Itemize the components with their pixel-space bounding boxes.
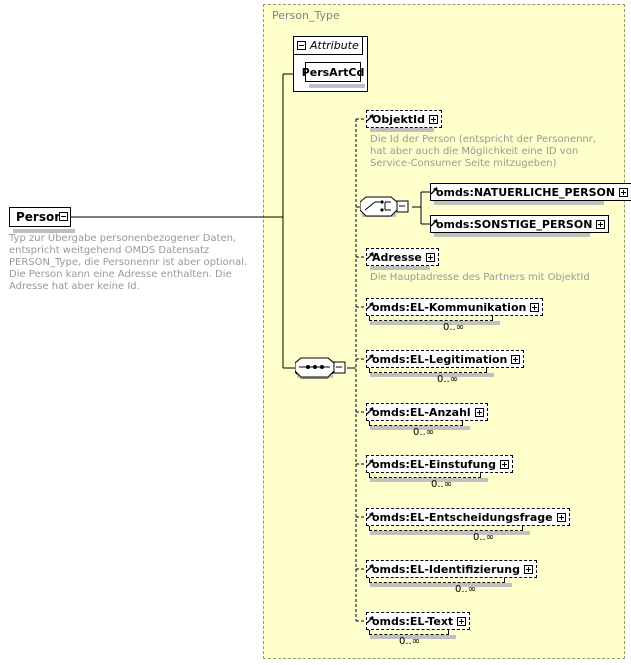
plus-icon[interactable] (556, 512, 566, 522)
plus-icon[interactable] (530, 302, 540, 312)
person-box-shadow (13, 229, 75, 233)
plus-icon[interactable] (619, 187, 629, 197)
element-el-anzahl[interactable]: omds:EL-Anzahl (366, 403, 488, 421)
plus-icon[interactable] (596, 219, 606, 229)
element-label: omds:EL-Einstufung (372, 457, 497, 471)
repeat-indicator (369, 578, 505, 583)
element-label: omds:EL-Entscheidungsfrage (372, 510, 553, 524)
node-shadow (434, 233, 590, 237)
node-shadow (370, 531, 530, 535)
element-annotation: Die Hauptadresse des Partners mit Objekt… (370, 272, 590, 283)
cardinality-label: 0..∞ (399, 636, 421, 647)
element-el-identifizierung[interactable]: omds:EL-Identifizierung (366, 560, 537, 578)
element-label: omds:NATUERLICHE_PERSON (436, 185, 616, 199)
node-shadow (370, 583, 512, 587)
element-adresse[interactable]: Adresse (366, 248, 439, 266)
node-shadow (370, 478, 488, 482)
person-root-label: Person (16, 210, 63, 224)
element-natuerliche-person[interactable]: omds:NATUERLICHE_PERSON (430, 183, 631, 201)
plus-icon[interactable] (474, 407, 484, 417)
element-label: omds:SONSTIGE_PERSON (436, 217, 593, 231)
element-label: omds:EL-Legitimation (372, 352, 508, 366)
plus-icon[interactable] (523, 564, 533, 574)
element-el-legitimation[interactable]: omds:EL-Legitimation (366, 350, 525, 368)
plus-icon[interactable] (429, 114, 438, 124)
minus-icon[interactable] (297, 41, 306, 50)
repeat-indicator (369, 316, 493, 321)
repeat-indicator (369, 630, 449, 635)
cardinality-label: 0..∞ (431, 479, 453, 490)
plus-icon[interactable] (500, 459, 510, 469)
cardinality-label: 0..∞ (473, 532, 495, 543)
node-shadow (370, 373, 494, 377)
node-shadow (370, 128, 434, 132)
element-sonstige-person[interactable]: omds:SONSTIGE_PERSON (430, 215, 610, 233)
element-el-einstufung[interactable]: omds:EL-Einstufung (366, 455, 514, 473)
node-shadow (434, 201, 604, 205)
plus-icon[interactable] (457, 616, 467, 626)
element-el-kommunikation[interactable]: omds:EL-Kommunikation (366, 298, 544, 316)
person-description: Typ zur Übergabe personenbezogener Daten… (9, 233, 248, 292)
node-shadow (370, 266, 430, 270)
person-collapse-toggle[interactable] (59, 212, 68, 221)
element-label: omds:EL-Identifizierung (372, 562, 520, 576)
person-type-title: Person_Type (272, 9, 340, 22)
cardinality-label: 0..∞ (443, 322, 465, 333)
cardinality-label: 0..∞ (413, 427, 435, 438)
repeat-indicator (369, 368, 487, 373)
choice-node[interactable] (359, 196, 412, 218)
attribute-persartcd[interactable]: PersArtCd (302, 62, 364, 82)
person-type-container (263, 4, 625, 659)
element-label: omds:EL-Text (372, 614, 454, 628)
element-el-text[interactable]: omds:EL-Text (366, 612, 471, 630)
node-shadow (370, 321, 500, 325)
cardinality-label: 0..∞ (455, 584, 477, 595)
element-label: ObjektId (372, 112, 425, 126)
sequence-node[interactable] (294, 357, 347, 379)
element-label: omds:EL-Anzahl (372, 405, 471, 419)
repeat-indicator (369, 526, 523, 531)
minus-icon (59, 212, 68, 221)
element-objektid[interactable]: ObjektId (366, 110, 442, 128)
element-annotation: Die Id der Person (entspricht der Person… (370, 134, 597, 169)
node-shadow (370, 426, 470, 430)
node-shadow (370, 635, 456, 639)
person-root-box[interactable]: Person (9, 207, 71, 227)
repeat-indicator (369, 473, 481, 478)
persartcd-shadow (309, 84, 365, 88)
attribute-persartcd-label: PersArtCd (301, 65, 365, 79)
element-el-entscheidungsfrage[interactable]: omds:EL-Entscheidungsfrage (366, 508, 570, 526)
attribute-group-label: Attribute (310, 39, 359, 52)
element-label: omds:EL-Kommunikation (372, 300, 527, 314)
repeat-indicator (369, 421, 463, 426)
plus-icon[interactable] (425, 252, 435, 262)
element-label: Adresse (372, 250, 422, 264)
attribute-group-header[interactable]: Attribute (293, 36, 363, 55)
plus-icon[interactable] (511, 354, 521, 364)
cardinality-label: 0..∞ (437, 374, 459, 385)
